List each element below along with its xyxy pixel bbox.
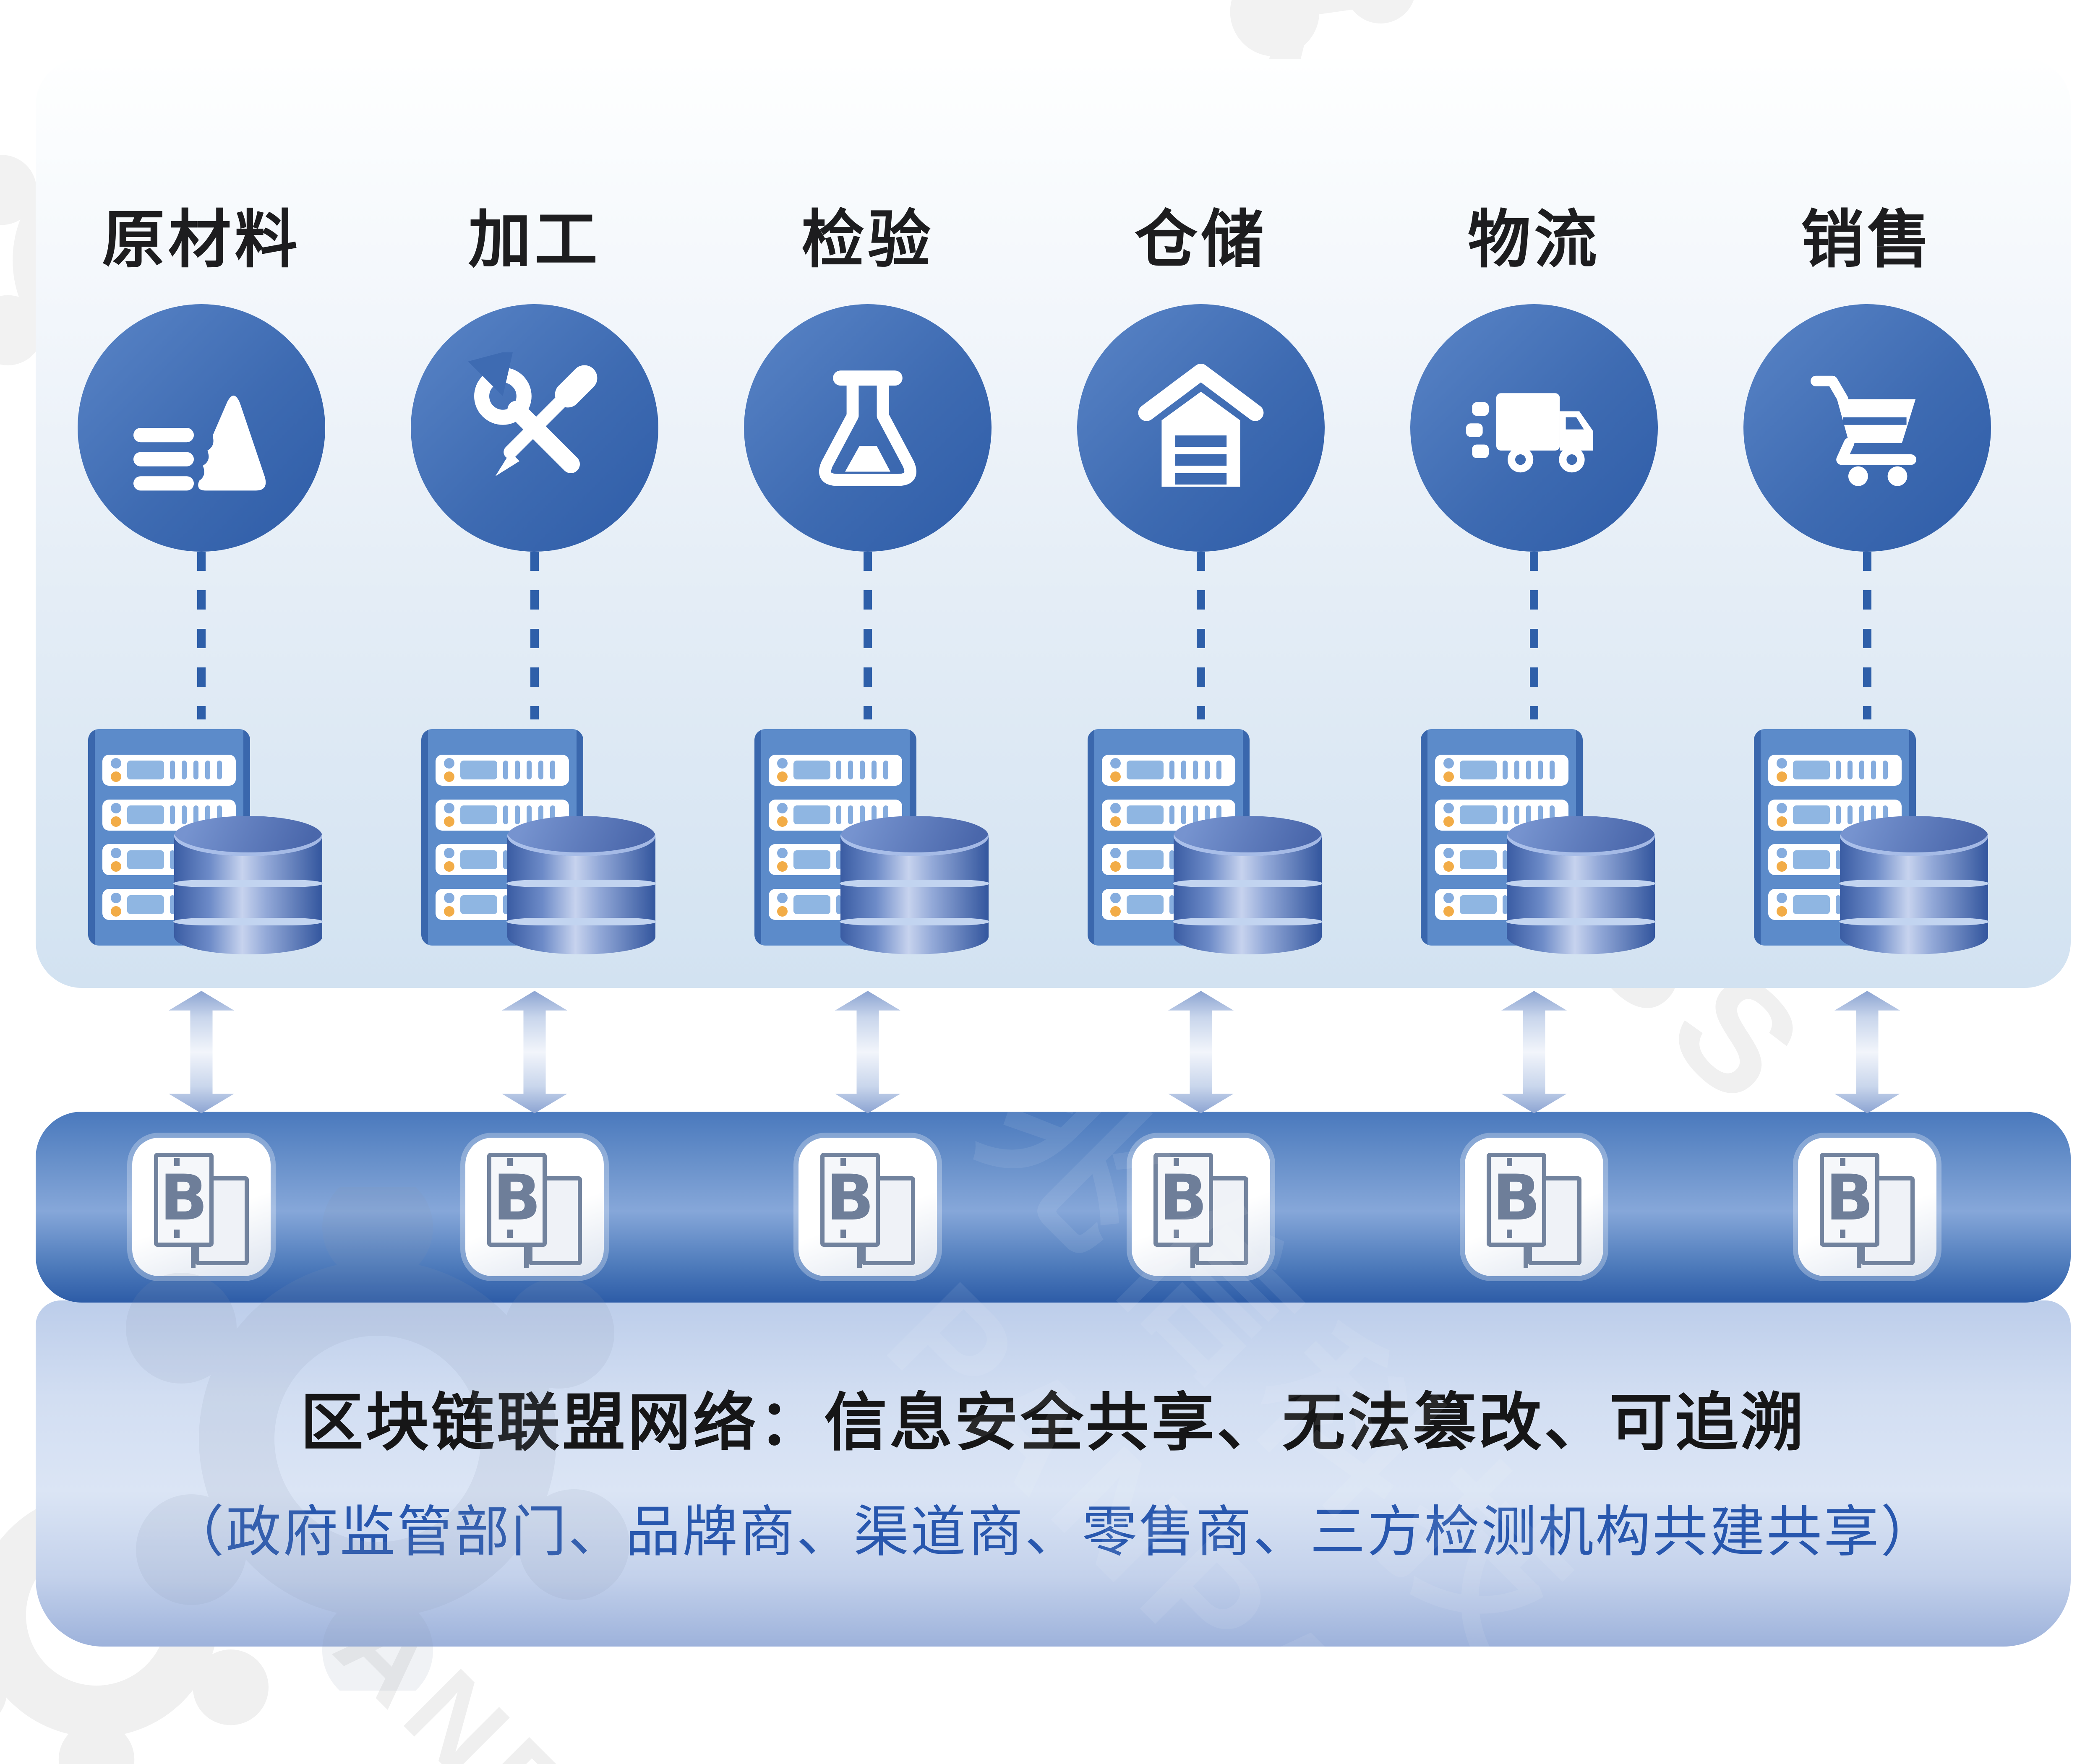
blockchain-band: [36, 1112, 2071, 1303]
stage-label: 仓储: [1134, 204, 1267, 275]
block-card-link: [524, 1246, 529, 1268]
dashed-connector: [197, 552, 206, 719]
bitcoin-symbol: B: [1825, 1158, 1874, 1238]
blockchain-block-icon: B: [132, 1138, 271, 1276]
blockchain-block-icon: B: [798, 1138, 937, 1276]
bitcoin-symbol: B: [1159, 1158, 1208, 1238]
dashed-connector: [1197, 552, 1205, 719]
stage-circle: [1077, 304, 1325, 552]
stage-label: 检验: [801, 204, 934, 275]
stage-circle: [744, 304, 992, 552]
double-arrow-icon: [169, 991, 234, 1113]
block-card-front: B: [820, 1153, 880, 1247]
bitcoin-symbol: B: [159, 1158, 208, 1238]
server-slot: [436, 754, 569, 786]
stage-column-sales: 销售: [1699, 0, 2035, 1764]
server-slot: [769, 754, 902, 786]
raw-materials-icon: [133, 396, 266, 491]
stage-column-logistics: 物流: [1366, 0, 1702, 1764]
block-card-link: [191, 1246, 196, 1268]
dashed-connector: [530, 552, 539, 719]
bitcoin-symbol: B: [493, 1158, 541, 1238]
stage-circle: [78, 304, 325, 552]
blockchain-block-icon: B: [465, 1138, 604, 1276]
block-card-front: B: [1487, 1153, 1546, 1247]
block-card-link: [1524, 1246, 1528, 1268]
bitcoin-symbol: B: [1492, 1158, 1541, 1238]
block-card-link: [857, 1246, 862, 1268]
server-tower: [754, 729, 916, 946]
server-slot: [102, 754, 236, 786]
database-cylinder: [173, 816, 323, 954]
bitcoin-symbol: B: [826, 1158, 874, 1238]
database-cylinder: [1173, 816, 1323, 954]
database-cylinder: [840, 816, 989, 954]
double-arrow-icon: [1168, 991, 1234, 1113]
database-cylinder: [1839, 816, 1989, 954]
dashed-connector: [1863, 552, 1871, 719]
stage-label: 加工: [468, 204, 601, 275]
block-card-front: B: [487, 1153, 547, 1247]
stage-label: 原材料: [102, 204, 301, 275]
server-tower: [421, 729, 583, 946]
block-card-link: [1857, 1246, 1861, 1268]
sales-icon: [1811, 375, 1916, 486]
dashed-connector: [1530, 552, 1538, 719]
server-slot: [769, 799, 902, 831]
server-slot: [1435, 754, 1568, 786]
database-cylinder: [506, 816, 656, 954]
server-slot: [1768, 754, 1902, 786]
stage-column-inspection: 检验 B: [700, 0, 1036, 1764]
stage-column-raw-materials: 原材料: [34, 0, 369, 1764]
double-arrow-icon: [502, 991, 567, 1113]
database-cylinder: [1506, 816, 1656, 954]
alliance-network-title: 区块链联盟网络：信息安全共享、无法篡改、可追溯: [300, 1387, 1806, 1458]
alliance-network-panel: [36, 1300, 2071, 1647]
stage-column-warehouse: 仓储: [1033, 0, 1369, 1764]
supply-chain-panel: [36, 59, 2071, 988]
double-arrow-icon: [1834, 991, 1900, 1113]
processing-icon: [468, 352, 598, 477]
stage-circle: [1743, 304, 1991, 552]
blockchain-block-icon: B: [1132, 1138, 1270, 1276]
stage-label: 销售: [1801, 204, 1934, 275]
dashed-connector: [864, 552, 872, 719]
logistics-icon: [1466, 393, 1593, 473]
stage-circle: [411, 304, 658, 552]
double-arrow-icon: [1501, 991, 1567, 1113]
blockchain-block-icon: B: [1465, 1138, 1603, 1276]
stage-label: 物流: [1467, 204, 1600, 275]
block-card-front: B: [154, 1153, 214, 1247]
double-arrow-icon: [835, 991, 900, 1113]
warehouse-icon: [1138, 364, 1264, 487]
blockchain-block-icon: B: [1798, 1138, 1936, 1276]
block-card-front: B: [1153, 1153, 1213, 1247]
block-card-front: B: [1820, 1153, 1879, 1247]
stage-circle: [1410, 304, 1658, 552]
inspection-icon: [819, 370, 916, 486]
server-slot: [1102, 754, 1235, 786]
alliance-network-subtitle: （政府监管部门、品牌商、渠道商、零售商、三方检测机构共建共享）: [169, 1501, 1938, 1563]
block-card-link: [1190, 1246, 1195, 1268]
stage-column-processing: 加工: [367, 0, 702, 1764]
